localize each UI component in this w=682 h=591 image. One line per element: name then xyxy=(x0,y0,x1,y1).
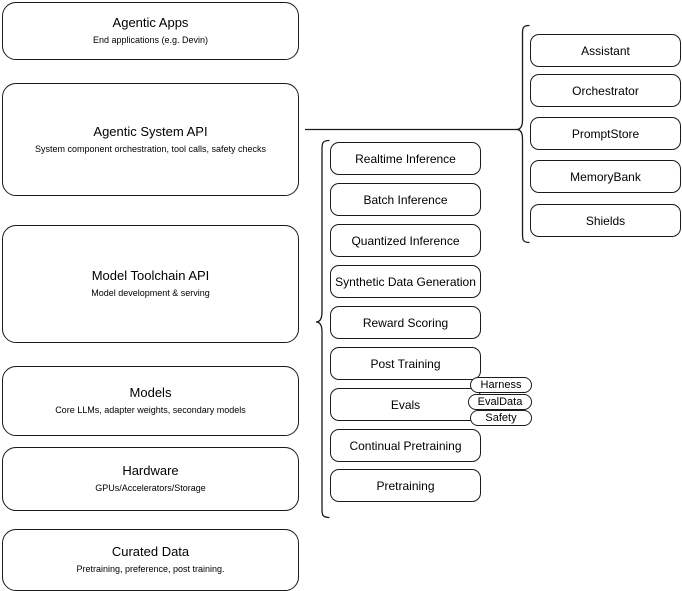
layer-box-hardware[interactable]: Hardware GPUs/Accelerators/Storage xyxy=(2,447,299,511)
item-label: Reward Scoring xyxy=(362,315,449,330)
badge-label: EvalData xyxy=(477,395,523,408)
layer-subtitle: System component orchestration, tool cal… xyxy=(34,143,267,154)
layer-subtitle: Core LLMs, adapter weights, secondary mo… xyxy=(55,405,246,415)
item-box-promptstore[interactable]: PromptStore xyxy=(530,117,681,150)
item-box-realtime-inference[interactable]: Realtime Inference xyxy=(330,142,481,175)
item-label: PromptStore xyxy=(571,126,640,141)
layer-box-agentic-apps[interactable]: Agentic Apps End applications (e.g. Devi… xyxy=(2,2,299,60)
item-box-pretraining[interactable]: Pretraining xyxy=(330,469,481,502)
item-box-batch-inference[interactable]: Batch Inference xyxy=(330,183,481,216)
layer-box-agentic-system-api[interactable]: Agentic System API System component orch… xyxy=(2,83,299,196)
item-box-reward-scoring[interactable]: Reward Scoring xyxy=(330,306,481,339)
item-label: Pretraining xyxy=(376,478,435,493)
layer-title: Curated Data xyxy=(111,544,190,559)
layer-subtitle: Model development & serving xyxy=(91,288,210,298)
item-label: Batch Inference xyxy=(363,192,448,207)
item-box-post-training[interactable]: Post Training xyxy=(330,347,481,380)
badge-harness[interactable]: Harness xyxy=(470,377,532,393)
item-box-shields[interactable]: Shields xyxy=(530,204,681,237)
layer-box-model-toolchain-api[interactable]: Model Toolchain API Model development & … xyxy=(2,225,299,343)
item-label: Quantized Inference xyxy=(351,233,460,248)
layer-subtitle: GPUs/Accelerators/Storage xyxy=(95,483,206,493)
badge-label: Safety xyxy=(485,411,517,424)
item-label: MemoryBank xyxy=(570,169,641,184)
item-label: Post Training xyxy=(370,356,441,371)
layer-title: Models xyxy=(129,385,172,400)
item-box-memorybank[interactable]: MemoryBank xyxy=(530,160,681,193)
item-box-synthetic-data-generation[interactable]: Synthetic Data Generation xyxy=(330,265,481,298)
item-label: Orchestrator xyxy=(572,83,639,98)
layer-title: Model Toolchain API xyxy=(91,268,210,283)
layer-title: Agentic Apps xyxy=(112,15,189,30)
brace-right-column xyxy=(516,24,530,244)
badge-label: Harness xyxy=(480,378,522,391)
item-label: Shields xyxy=(585,213,626,228)
item-label: Assistant xyxy=(581,43,630,58)
layer-subtitle: Pretraining, preference, post training. xyxy=(76,564,225,574)
item-box-continual-pretraining[interactable]: Continual Pretraining xyxy=(330,429,481,462)
item-label: Realtime Inference xyxy=(355,151,456,166)
item-box-orchestrator[interactable]: Orchestrator xyxy=(530,74,681,107)
item-label: Synthetic Data Generation xyxy=(335,274,476,289)
item-box-quantized-inference[interactable]: Quantized Inference xyxy=(330,224,481,257)
item-box-evals[interactable]: Evals xyxy=(330,388,481,421)
item-box-assistant[interactable]: Assistant xyxy=(530,34,681,67)
layer-title: Agentic System API xyxy=(93,123,208,139)
brace-middle-column xyxy=(315,139,330,519)
badge-evaldata[interactable]: EvalData xyxy=(468,394,532,410)
layer-box-models[interactable]: Models Core LLMs, adapter weights, secon… xyxy=(2,366,299,436)
badge-safety[interactable]: Safety xyxy=(470,410,532,426)
layer-title: Hardware xyxy=(122,463,179,478)
layer-subtitle: End applications (e.g. Devin) xyxy=(92,35,209,45)
layer-box-curated-data[interactable]: Curated Data Pretraining, preference, po… xyxy=(2,529,299,591)
item-label: Continual Pretraining xyxy=(349,438,462,453)
item-label: Evals xyxy=(390,397,421,412)
